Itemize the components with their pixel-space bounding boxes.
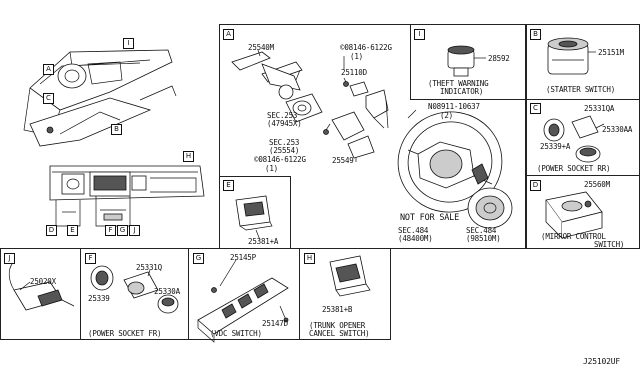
overview-tag-d: D (46, 225, 57, 236)
diagram-code: J25102UF (583, 357, 620, 366)
part-label-25147d: 25147D (262, 319, 288, 328)
panel-a-lower (290, 176, 526, 249)
part-label-25110d: 25110D (341, 68, 367, 77)
part-label-25145p: 25145P (230, 253, 256, 262)
theft-indicator-drawing (447, 45, 486, 77)
sec-label-25554: SEC.253 (269, 138, 300, 147)
not-for-sale-label: NOT FOR SALE (400, 213, 460, 223)
sec-code-47945x: (47945X) (267, 119, 302, 128)
part-label-25339a: 25339+A (540, 142, 571, 151)
panel-a (219, 24, 526, 178)
caption-starter-switch: (STARTER SWITCH) (546, 85, 616, 94)
part-label-25560m: 25560M (584, 180, 610, 189)
sec-label-98510m: SEC.484 (466, 226, 497, 235)
overview-tag-f: F (105, 225, 116, 236)
part-label-bolt-bottom: ©08146-6122G (254, 155, 306, 164)
panel-tag-d: D (530, 180, 541, 191)
panel-tag-j: J (4, 253, 15, 264)
caption-vdc-switch: (VDC SWITCH) (210, 329, 262, 338)
combination-switch-drawing (231, 51, 323, 123)
part-label-25151m: 25151M (598, 48, 624, 57)
part-label-25339: 25339 (88, 294, 110, 303)
panel-tag-e: E (223, 180, 234, 191)
power-socket-fr-drawing (90, 265, 179, 314)
sec-code-98510m: (98510M) (466, 234, 501, 243)
panel-tag-c: C (530, 103, 541, 114)
caption-mirror-control-1: (MIRROR CONTROL (541, 232, 606, 241)
dashboard-front-illustration (49, 165, 205, 227)
overview-tag-g: G (117, 225, 128, 236)
steering-control-parts-drawing (323, 81, 389, 159)
part-label-bolt-top-qty: (1) (350, 52, 363, 61)
part-label-25020x: 25020X (30, 277, 56, 286)
overview-tag-h: H (183, 151, 194, 162)
part-label-25540m: 25540M (248, 43, 274, 52)
part-label-bolt-top: ©08146-6122G (340, 43, 392, 52)
sec-label-47945x: SEC.253 (267, 111, 298, 120)
caption-trunk-opener-1: (TRUNK OPENER (309, 321, 366, 330)
overview-tag-j: J (129, 225, 140, 236)
part-label-25331q: 25331Q (136, 263, 162, 272)
caption-power-socket-rr: (POWER SOCKET RR) (537, 164, 611, 173)
part-label-25381a: 25381+A (248, 237, 279, 246)
part-label-25330a: 25330A (154, 287, 180, 296)
part-j-drawing (8, 263, 75, 311)
starter-switch-drawing (547, 37, 596, 75)
part-label-28592: 28592 (488, 54, 510, 63)
sec-code-48400m: (48400M) (398, 234, 433, 243)
panel-tag-i: I (414, 29, 425, 40)
overview-tag-a: A (43, 64, 54, 75)
caption-trunk-opener-2: CANCEL SWITCH) (309, 329, 370, 338)
mirror-switch-drawing (545, 191, 603, 239)
caption-theft-warning-1: (THEFT WARNING (428, 79, 489, 88)
trunk-switch-drawing (329, 255, 371, 297)
part-label-25330aa: 25330AA (602, 125, 633, 134)
panel-tag-g: G (193, 253, 204, 264)
switch-e-drawing (235, 195, 273, 231)
sec-code-25554: (25554) (269, 146, 300, 155)
leader-lines (19, 49, 417, 291)
airbag-module-drawing (467, 187, 513, 229)
overview-tag-c: C (43, 93, 54, 104)
caption-power-socket-fr: (POWER SOCKET FR) (88, 329, 162, 338)
panel-h (299, 248, 391, 340)
steering-wheel-drawing (397, 111, 503, 213)
dashboard-top-illustration (23, 49, 177, 147)
power-socket-rr-drawing (543, 115, 605, 163)
sec-label-48400m: SEC.484 (398, 226, 429, 235)
part-label-nut-qty: (2) (440, 111, 453, 120)
panel-tag-b: B (530, 29, 541, 40)
part-label-25549: 25549 (332, 156, 354, 165)
panel-tag-h: H (304, 253, 315, 264)
part-label-25331qa: 25331QA (584, 104, 615, 113)
overview-tag-i: I (123, 38, 134, 49)
part-label-25381b: 25381+B (322, 305, 353, 314)
caption-theft-warning-2: INDICATOR) (440, 87, 484, 96)
part-label-nut: N08911-10637 (428, 102, 480, 111)
part-label-bolt-bottom-qty: (1) (265, 164, 278, 173)
panel-tag-f: F (85, 253, 96, 264)
caption-mirror-control-2: SWITCH) (594, 240, 625, 249)
overview-tag-b: B (111, 124, 122, 135)
panel-i (410, 24, 526, 100)
panel-tag-a: A (223, 29, 234, 40)
overview-tag-e: E (67, 225, 78, 236)
vdc-switch-drawing (197, 277, 289, 343)
